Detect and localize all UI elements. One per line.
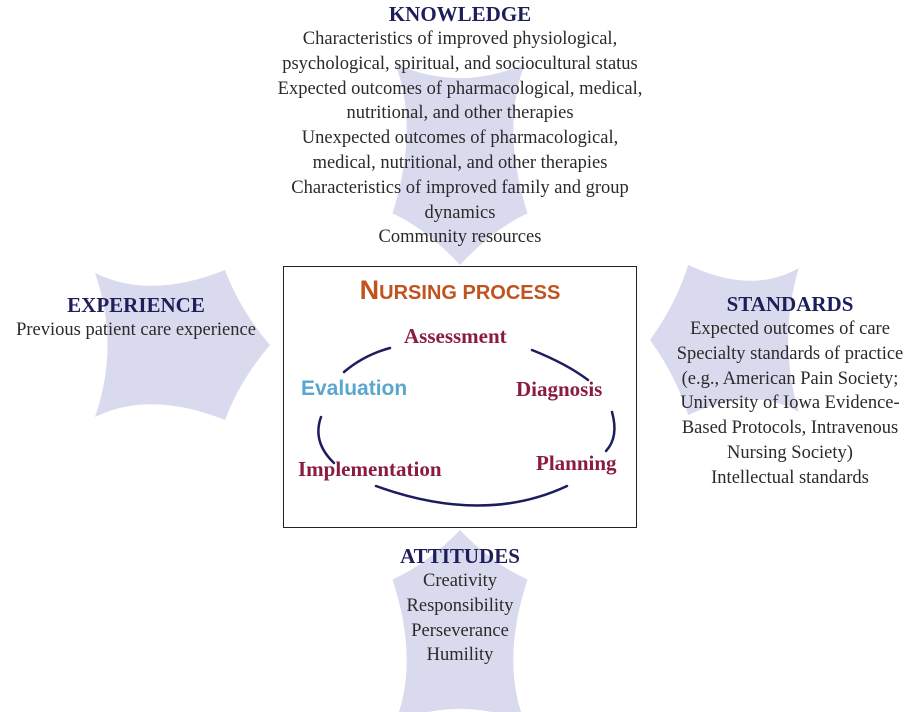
title-initial: N [359, 275, 380, 305]
knowledge-line: nutritional, and other therapies [346, 103, 574, 124]
step-evaluation: Evaluation [301, 377, 408, 400]
experience-section: EXPERIENCE Previous patient care experie… [0, 292, 272, 343]
title-rest: URSING PROCESS [379, 282, 561, 304]
arc-assessment-evaluation [342, 346, 392, 374]
standards-line: Specialty standards of practice [676, 343, 904, 364]
standards-line: University of Iowa Evidence- [680, 393, 900, 414]
knowledge-line: dynamics [424, 202, 496, 223]
standards-section: STANDARDS Expected outcomes of care Spec… [660, 291, 915, 491]
attitudes-section: ATTITUDES Creativity Responsibility Pers… [310, 543, 610, 668]
standards-line: (e.g., American Pain Society; [681, 368, 899, 389]
attitudes-line: Humility [426, 645, 494, 666]
nursing-process-box: NURSING PROCESS Assessment Diagnosis Pla… [283, 266, 637, 528]
attitudes-title: ATTITUDES [400, 544, 520, 568]
step-implementation: Implementation [298, 457, 442, 481]
knowledge-line: Characteristics of improved family and g… [291, 177, 629, 198]
knowledge-line: Community resources [378, 227, 542, 248]
knowledge-section: KNOWLEDGE Characteristics of improved ph… [210, 1, 710, 250]
knowledge-title: KNOWLEDGE [388, 2, 532, 26]
standards-line: Based Protocols, Intravenous [681, 418, 899, 439]
experience-title: EXPERIENCE [67, 293, 205, 317]
arc-planning-implementation [374, 484, 569, 507]
arc-implementation-evaluation [317, 415, 336, 465]
knowledge-line: Unexpected outcomes of pharmacological, [301, 128, 619, 149]
attitudes-line: Perseverance [411, 620, 509, 641]
knowledge-line: psychological, spiritual, and sociocultu… [282, 53, 638, 74]
arc-assessment-diagnosis [530, 348, 590, 382]
knowledge-line: medical, nutritional, and other therapie… [312, 152, 608, 173]
standards-line: Expected outcomes of care [690, 319, 890, 339]
attitudes-line: Responsibility [406, 595, 514, 616]
standards-title: STANDARDS [726, 292, 854, 316]
step-planning: Planning [536, 451, 617, 475]
attitudes-line: Creativity [423, 571, 497, 591]
standards-line: Nursing Society) [727, 442, 853, 463]
cycle-arcs [317, 346, 616, 507]
arc-diagnosis-planning [604, 410, 616, 453]
knowledge-line: Characteristics of improved physiologica… [302, 29, 618, 49]
knowledge-line: Expected outcomes of pharmacological, me… [277, 78, 643, 99]
experience-line: Previous patient care experience [16, 320, 256, 340]
nursing-process-title: NURSING PROCESS [284, 275, 636, 306]
step-diagnosis: Diagnosis [516, 377, 603, 401]
standards-line: Intellectual standards [711, 467, 869, 488]
step-assessment: Assessment [404, 324, 507, 348]
